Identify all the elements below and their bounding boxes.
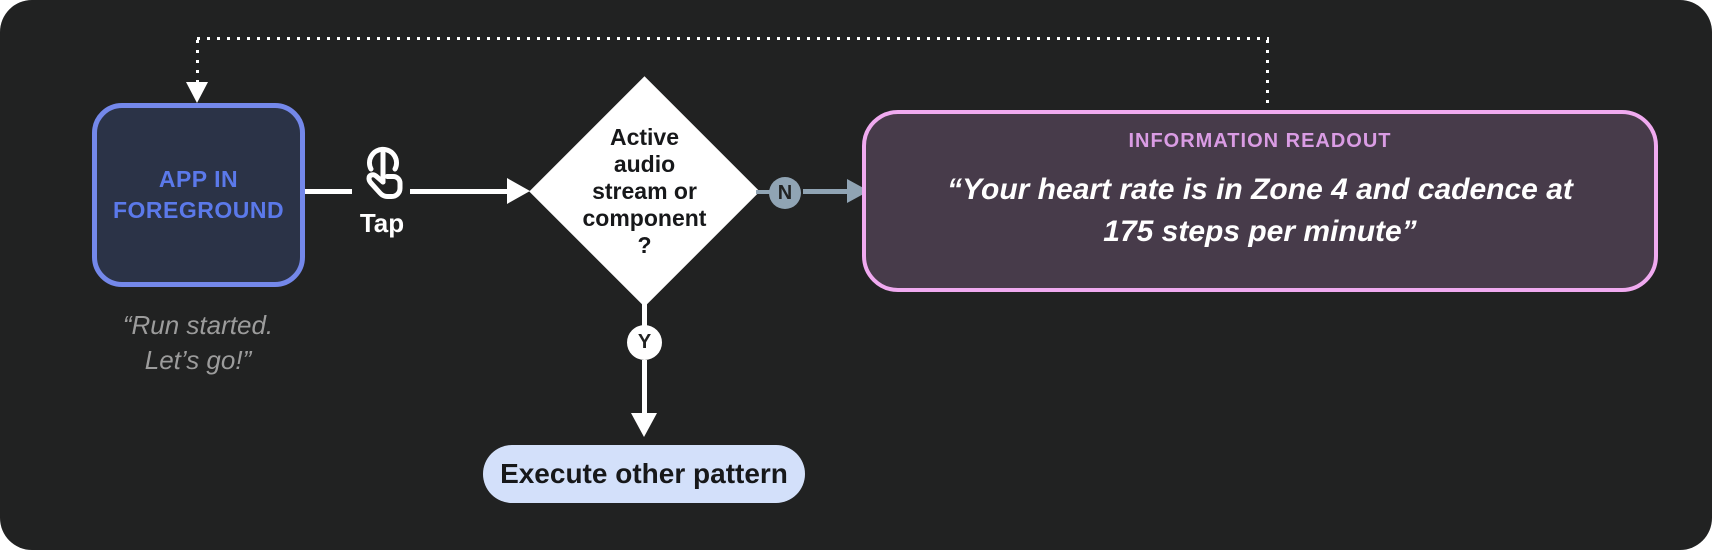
- tap-label: Tap: [359, 208, 405, 238]
- app-node-label: APP IN FOREGROUND: [112, 165, 285, 223]
- connector-tap-to-decision: [410, 189, 507, 194]
- branch-yes-badge: Y: [627, 325, 662, 360]
- feedback-loop-left-vertical-dotted-line: [196, 40, 199, 82]
- branch-no-badge: N: [769, 177, 801, 209]
- feedback-loop-horizontal-dotted-line: [197, 37, 1269, 40]
- arrow-down-icon: [631, 413, 657, 437]
- arrow-down-icon: [186, 82, 208, 103]
- node-app-in-foreground: APP IN FOREGROUND: [92, 103, 305, 287]
- node-decision-diamond: Active audio stream or component ?: [529, 76, 760, 307]
- app-node-caption: “Run started. Let’s go!”: [122, 310, 274, 376]
- connector-y-to-execute: [642, 360, 647, 413]
- connector-decision-to-y: [642, 304, 647, 326]
- execute-label: Execute other pattern: [500, 458, 788, 489]
- connector-decision-to-n: [756, 190, 772, 194]
- readout-title: INFORMATION READOUT: [1128, 130, 1392, 152]
- feedback-loop-right-vertical-dotted-line: [1266, 40, 1269, 106]
- connector-app-to-tap: [305, 189, 352, 194]
- connector-n-to-readout: [803, 189, 847, 194]
- tap-gesture-icon: [366, 146, 403, 199]
- readout-quote: “Your heart rate is in Zone 4 and cadenc…: [947, 173, 1573, 248]
- decision-label: Active audio stream or component ?: [582, 124, 707, 258]
- node-execute-other-pattern: Execute other pattern: [483, 445, 805, 503]
- arrow-right-icon: [507, 178, 530, 204]
- node-information-readout: INFORMATION READOUT “Your heart rate is …: [862, 110, 1658, 292]
